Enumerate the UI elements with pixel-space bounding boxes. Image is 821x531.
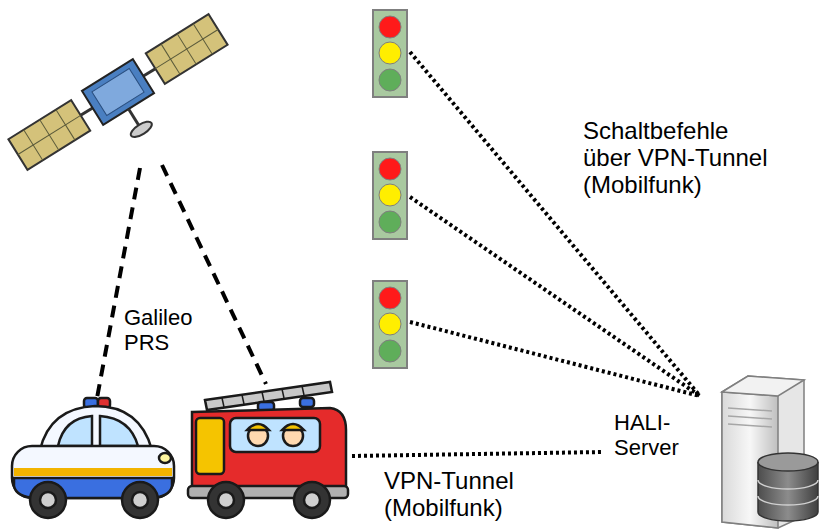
solar-panel: [146, 14, 228, 84]
solar-panel: [8, 100, 90, 170]
traffic-light: [373, 10, 407, 97]
dotted-line: [410, 52, 700, 396]
traffic-light: [373, 152, 407, 239]
ladder: [205, 382, 332, 410]
satellite: [7, 13, 244, 197]
antenna-dish: [128, 119, 154, 140]
server-label: HALI- Server: [614, 411, 696, 460]
police-car: [12, 398, 174, 518]
satellite-body: [82, 59, 154, 125]
galileo-link: [97, 165, 266, 398]
database-icon: [758, 453, 818, 521]
fire-truck: [188, 382, 348, 518]
link-label: VPN-Tunnel (Mobilfunk): [384, 468, 534, 522]
dotted-line: [410, 197, 700, 396]
traffic-light: [373, 281, 407, 368]
dashed-line: [97, 168, 140, 398]
dotted-line: [352, 452, 603, 456]
link-label: Schaltbefehle über VPN-Tunnel (Mobilfunk…: [583, 118, 777, 199]
link-label: Galileo PRS: [124, 306, 216, 355]
node-text: HALI- Server: [614, 411, 696, 460]
dashed-line: [162, 165, 266, 384]
vpn-link: [352, 52, 700, 456]
dotted-line: [410, 322, 700, 396]
server-icon: [722, 376, 818, 528]
